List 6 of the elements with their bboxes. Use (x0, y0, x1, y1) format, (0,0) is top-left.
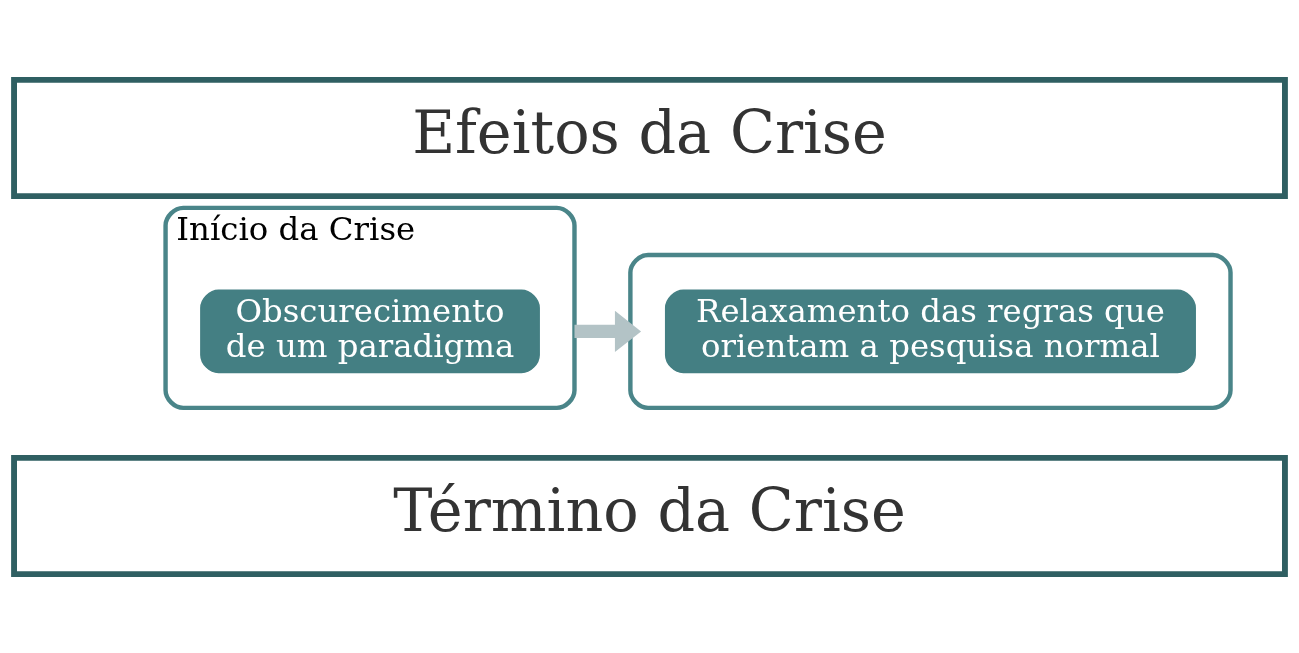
node-box: Término da Crise (11, 454, 1288, 577)
node-box: Relaxamento das regras que orientam a pesquisa normal (664, 289, 1196, 373)
node-box: Obscurecimento de um paradigma (200, 289, 540, 373)
cluster (628, 252, 1233, 410)
arrow (574, 310, 642, 352)
node-box: Efeitos da Crise (11, 76, 1288, 199)
